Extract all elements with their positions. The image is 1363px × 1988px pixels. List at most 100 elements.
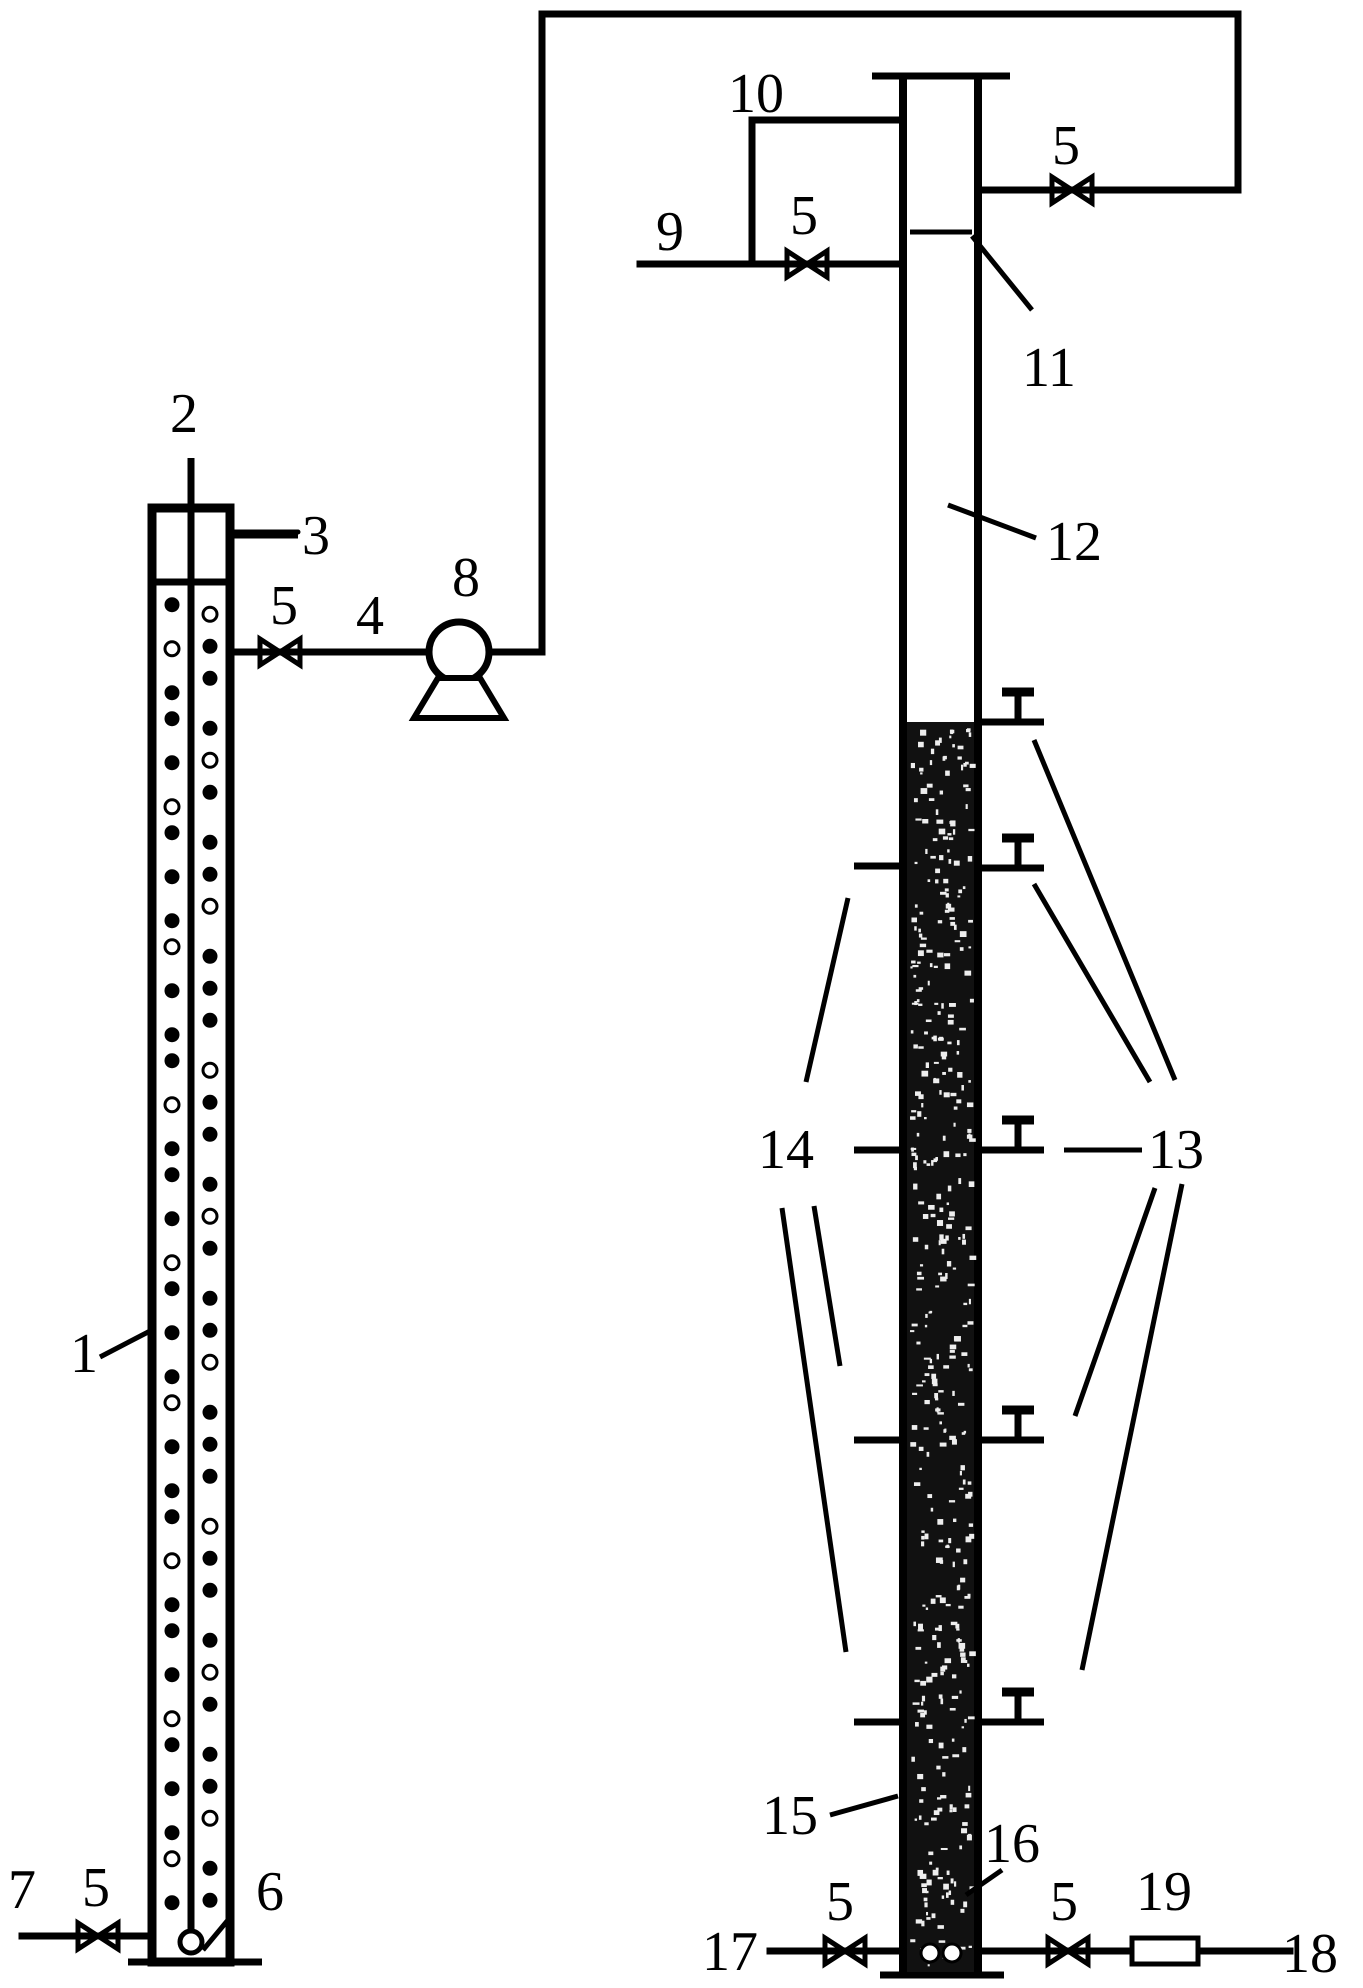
- valve-5-top-right[interactable]: [1049, 172, 1095, 208]
- packing-fleck: [961, 1085, 964, 1091]
- bubble: [163, 640, 181, 658]
- sampling-port-13[interactable]: [978, 687, 1044, 726]
- packing-fleck: [951, 1738, 955, 1742]
- packing-fleck: [933, 1158, 938, 1163]
- packing-fleck: [953, 1518, 957, 1523]
- packing-fleck: [944, 1428, 947, 1433]
- packing-fleck: [935, 1397, 939, 1401]
- packing-fleck: [968, 828, 975, 832]
- packing-fleck: [952, 1561, 955, 1568]
- packing-fleck: [937, 1642, 941, 1648]
- packing-fleck: [968, 1945, 972, 1948]
- packing-fleck: [939, 1560, 944, 1564]
- packing-fleck: [924, 1373, 930, 1377]
- packing-fleck: [931, 1913, 936, 1919]
- valve-5-pipe-17[interactable]: [822, 1933, 868, 1969]
- right-column: [872, 72, 1010, 1979]
- packing-fleck: [947, 1019, 954, 1025]
- bubble: [202, 1778, 218, 1794]
- bubble: [164, 1737, 180, 1753]
- leader-lines: [98, 234, 1185, 1952]
- packing-fleck: [963, 1901, 968, 1908]
- packing-fleck: [962, 1233, 966, 1239]
- packing-fleck: [911, 1147, 914, 1152]
- packing-fleck: [945, 770, 950, 776]
- packing-fleck: [956, 1628, 960, 1631]
- sampling-port-13[interactable]: [978, 833, 1044, 872]
- bubble: [202, 720, 218, 736]
- packing-fleck: [943, 1092, 950, 1098]
- packing-fleck: [948, 1538, 952, 1544]
- packing-fleck: [958, 1178, 962, 1185]
- packing-fleck: [962, 886, 966, 890]
- packing-fleck: [947, 833, 952, 836]
- sampling-port-13[interactable]: [978, 1687, 1044, 1726]
- sampling-port-13[interactable]: [978, 1405, 1044, 1444]
- packing-fleck: [936, 1220, 944, 1226]
- packing-fleck: [965, 1792, 972, 1798]
- bubble: [164, 685, 180, 701]
- packing-fleck: [952, 1754, 960, 1758]
- packing-fleck: [924, 1117, 927, 1120]
- packing-fleck: [923, 1427, 929, 1430]
- sampling-ports-13[interactable]: [978, 687, 1044, 1726]
- packing-fleck: [939, 855, 944, 861]
- packing-fleck: [937, 1877, 943, 1880]
- packing-fleck: [957, 895, 961, 898]
- packing-fleck: [967, 1593, 971, 1598]
- packing-fleck: [969, 1651, 976, 1657]
- packing-fleck: [946, 1261, 952, 1267]
- packing-fleck: [945, 903, 952, 909]
- packing-fleck: [938, 1240, 941, 1246]
- packing-fleck: [969, 1533, 975, 1539]
- packing-fleck: [935, 809, 939, 815]
- packing-fleck: [932, 1869, 939, 1876]
- packing-fleck: [953, 924, 957, 930]
- label-5c: 5: [790, 185, 818, 247]
- packing-fleck: [918, 933, 923, 938]
- packing-fleck: [925, 848, 928, 855]
- packing-fleck: [926, 949, 933, 953]
- packing-fleck: [961, 1432, 966, 1435]
- bubble: [164, 1667, 180, 1683]
- packing-fleck: [937, 1925, 944, 1929]
- bubble: [164, 597, 180, 613]
- packing-fleck: [968, 1133, 971, 1136]
- packing-fleck: [937, 1807, 943, 1812]
- packing-fleck: [954, 940, 961, 943]
- packing-fleck: [933, 1061, 939, 1064]
- packing-fleck: [939, 1421, 943, 1425]
- packing-fleck: [956, 1099, 962, 1104]
- packing-fleck: [939, 1597, 946, 1604]
- packing-fleck: [921, 1070, 929, 1077]
- bubble: [202, 1240, 218, 1256]
- valve-5-bottom-left[interactable]: [75, 1918, 121, 1954]
- packing-fleck: [962, 1747, 967, 1753]
- packing-fleck: [921, 1535, 925, 1540]
- bubble: [201, 751, 219, 769]
- packing-fleck: [926, 1451, 930, 1457]
- sampling-ports-14[interactable]: [854, 862, 903, 1726]
- packing-fleck: [917, 1629, 924, 1632]
- packing-fleck: [958, 1605, 964, 1609]
- packing-fleck: [931, 1817, 937, 1821]
- packing-fleck: [964, 1595, 971, 1599]
- packing-fleck: [967, 1363, 970, 1368]
- packing-fleck: [917, 1773, 924, 1780]
- packing-fleck: [940, 891, 947, 895]
- bubble: [202, 1746, 218, 1762]
- packing-fleck: [916, 1341, 921, 1345]
- packing-fleck: [959, 947, 964, 951]
- valve-5-pipe-18[interactable]: [1045, 1933, 1091, 1969]
- packing-fleck: [964, 970, 972, 976]
- packing-fleck: [933, 1035, 937, 1042]
- packing-fleck: [916, 1271, 922, 1276]
- sampling-port-13[interactable]: [978, 1115, 1044, 1154]
- valve-5-pipe-4[interactable]: [257, 634, 303, 670]
- valve-5-inlet-9[interactable]: [784, 246, 830, 282]
- packing-fleck: [969, 763, 976, 768]
- packing-fleck: [965, 788, 971, 792]
- bubble: [164, 1027, 180, 1043]
- pump-8[interactable]: [408, 618, 510, 721]
- bubble: [202, 1632, 218, 1648]
